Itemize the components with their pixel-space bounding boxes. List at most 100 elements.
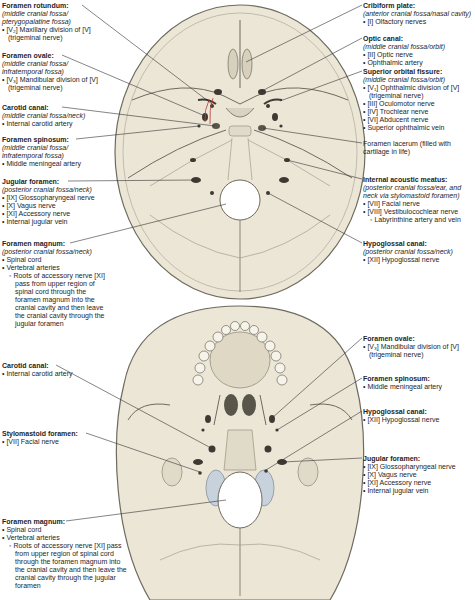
structure-item: • [XII] Hypoglossal nerve xyxy=(363,416,473,424)
callout-block: Foramen ovale:• [V₃] Mandibular division… xyxy=(363,335,473,359)
structure-item: • [VI] Abducent nerve xyxy=(363,116,473,124)
structure-item: • Vertebral arteries xyxy=(2,534,132,542)
fossa-route: (posterior cranial fossa/ear, and neck v… xyxy=(363,184,473,200)
cranial-base-outline xyxy=(115,5,365,299)
cribriform-plate xyxy=(228,49,238,79)
structure-item: • [I] Olfactory nerves xyxy=(363,18,473,26)
clivus-top xyxy=(229,126,251,136)
structure-item: • Superior ophthalmic vein xyxy=(363,124,473,132)
callout-block: Superior orbital fissure:(middle cranial… xyxy=(363,68,473,132)
optic-canal xyxy=(214,89,222,95)
callout-block: Carotid canal:• Internal carotid artery xyxy=(2,362,110,378)
structure-item: • [X] Vagus nerve xyxy=(363,471,473,479)
foramen-heading: Foramen magnum: xyxy=(2,240,110,248)
basilar-part xyxy=(224,430,256,470)
internal-occipital-crest xyxy=(240,220,241,292)
foramen-heading: Foramen spinosum: xyxy=(2,136,110,144)
structure-item: • [V₁] Ophthalmic division of [V] (trige… xyxy=(363,84,473,100)
structure-note: ◦ Roots of accessory nerve [XI] pass fro… xyxy=(2,542,132,590)
skull-wall-inner xyxy=(123,13,357,291)
structure-item: • [XI] Accessory nerve xyxy=(2,210,110,218)
skull-base-outline xyxy=(117,306,364,600)
structure-item: • [X] Vagus nerve xyxy=(2,202,110,210)
foramen-heading: Hypoglossal canal: xyxy=(363,408,473,416)
callout-block: Foramen ovale:(middle cranial fossa/ inf… xyxy=(2,52,110,92)
carotid-canal xyxy=(265,446,272,453)
foramen-note: Foramen lacerum (filled with cartilage i… xyxy=(363,140,473,156)
foramen-heading: Jugular foramen: xyxy=(2,178,110,186)
fossa-route: (anterior cranial fossa/nasal cavity) xyxy=(363,10,473,18)
structure-item: • [III] Oculomotor nerve xyxy=(363,100,473,108)
callout-block: Foramen rotundum:(middle cranial fossa/ … xyxy=(2,2,110,42)
structure-item: • [V₃] Mandibular division of [V] (trige… xyxy=(363,343,473,359)
structure-item: • Vertebral arteries xyxy=(2,264,110,272)
mastoid-process xyxy=(298,458,318,486)
structure-item: • [VIII] Vestibulocochlear nerve xyxy=(363,208,473,216)
fossa-route: (posterior cranial fossa/neck) xyxy=(363,248,473,256)
callout-block: Cribiform plate:(anterior cranial fossa/… xyxy=(363,2,473,26)
callout-block: Foramen lacerum (filled with cartilage i… xyxy=(363,140,473,156)
foramen-heading: Optic canal: xyxy=(363,35,473,43)
jugular-foramen xyxy=(193,459,203,465)
foramen-rotundum xyxy=(266,104,270,108)
callout-block: Hypoglossal canal:• [XII] Hypoglossal ne… xyxy=(363,408,473,424)
foramen-heading: Internal acoustic meatus: xyxy=(363,176,473,184)
foramen-heading: Foramen spinosum: xyxy=(363,375,473,383)
fossa-route: (middle cranial fossa/orbit) xyxy=(363,43,473,51)
petrous-surface xyxy=(248,140,330,186)
foramen-heading: Stylomastoid foramen: xyxy=(2,430,110,438)
crista-galli xyxy=(240,20,241,88)
transverse-groove xyxy=(150,215,330,258)
structure-item: • [VII] Facial nerve xyxy=(363,200,473,208)
choana xyxy=(224,394,238,416)
structure-item: • [VII] Facial nerve xyxy=(2,438,110,446)
callout-block: Foramen spinosum:• Middle meningeal arte… xyxy=(363,375,473,391)
structure-item: • Spinal cord xyxy=(2,256,110,264)
foramen-ovale xyxy=(205,415,211,423)
foramen-heading: Superior orbital fissure: xyxy=(363,68,473,76)
hard-palate xyxy=(210,332,270,388)
foramen-heading: Foramen rotundum: xyxy=(2,2,110,10)
callout-block: Jugular foramen:• [IX] Glossopharyngeal … xyxy=(363,455,473,495)
structure-item: • Internal carotid artery xyxy=(2,370,110,378)
superior-orbital-fissure xyxy=(264,100,282,105)
callout-block: Foramen spinosum:(middle cranial fossa/ … xyxy=(2,136,110,168)
callout-block: Stylomastoid foramen:• [VII] Facial nerv… xyxy=(2,430,110,446)
structure-item: • [II] Optic nerve xyxy=(363,51,473,59)
choana xyxy=(242,394,256,416)
optic-canal xyxy=(258,89,266,95)
pterygoid-plate xyxy=(214,395,266,425)
callout-block: Foramen magnum:• Spinal cord• Vertebral … xyxy=(2,518,132,590)
callout-block: Jugular foramen:(posterior cranial fossa… xyxy=(2,178,110,226)
structure-item: • [V₂] Maxillary division of [V] (trigem… xyxy=(2,26,110,42)
teeth xyxy=(193,322,287,386)
petrous-surface xyxy=(150,140,232,186)
foramen-heading: Carotid canal: xyxy=(2,362,110,370)
foramen-heading: Foramen ovale: xyxy=(2,52,110,60)
fossa-route: (middle cranial fossa/neck) xyxy=(2,112,110,120)
foramen-heading: Jugular foramen: xyxy=(363,455,473,463)
fossa-route: (middle cranial fossa/ pterygopalatine f… xyxy=(2,10,110,26)
structure-item: • Middle meningeal artery xyxy=(2,160,110,168)
callout-block: Internal acoustic meatus:(posterior cran… xyxy=(363,176,473,224)
hypoglossal-canal xyxy=(210,191,214,195)
petrous-ridge xyxy=(254,130,352,178)
structure-item: • [IV] Trochlear nerve xyxy=(363,108,473,116)
fossa-route: (middle cranial fossa/orbit) xyxy=(363,76,473,84)
external-occipital-crest xyxy=(240,528,241,596)
structure-item: • [XII] Hypoglossal nerve xyxy=(363,256,473,264)
cribriform-plate xyxy=(242,49,252,79)
sella-turcica xyxy=(226,108,254,117)
fossa-route: (middle cranial fossa/ infratemporal fos… xyxy=(2,60,110,76)
foramen-heading: Hypoglossal canal: xyxy=(363,240,473,248)
nuchal-line xyxy=(160,544,320,560)
foramen-heading: Foramen ovale: xyxy=(363,335,473,343)
structure-item: • Internal jugular vein xyxy=(2,218,110,226)
leader-lines xyxy=(56,5,362,521)
structure-note: ◦ Roots of accessory nerve [XI] pass fro… xyxy=(2,272,110,328)
carotid-canal xyxy=(209,446,216,453)
fossa-route: (posterior cranial fossa/neck) xyxy=(2,186,110,194)
jugular-foramen xyxy=(279,177,289,183)
